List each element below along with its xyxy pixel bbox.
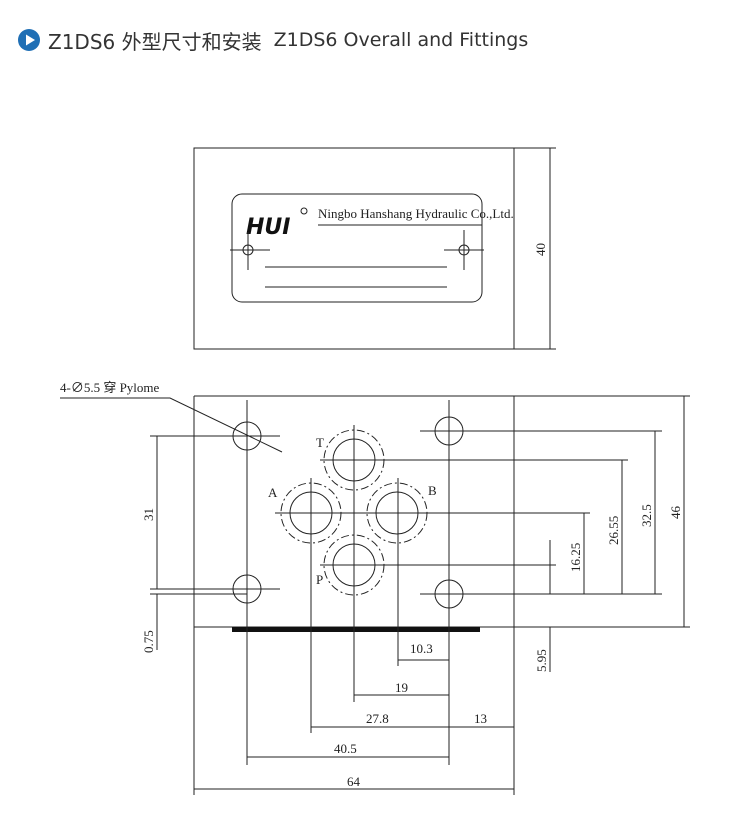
- dim-10-3: 10.3: [410, 641, 433, 656]
- dim-27-8: 27.8: [366, 711, 389, 726]
- dim-40-5: 40.5: [334, 741, 357, 756]
- nameplate: [231, 193, 483, 303]
- brand-logo: HUI: [246, 215, 290, 240]
- hole-note: 4-∅5.5 穿 Pylome: [60, 380, 160, 395]
- title-english: Z1DS6 Overall and Fittings: [273, 29, 529, 51]
- port-p-label: P: [316, 572, 323, 587]
- dim-64: 64: [347, 774, 361, 789]
- title-chinese: Z1DS6 外型尺寸和安装: [48, 29, 262, 54]
- play-circle-icon: [18, 29, 40, 51]
- dim-46: 46: [668, 506, 683, 520]
- dim-13: 13: [474, 711, 487, 726]
- top-view: HUI Ningbo Hanshang Hydraulic Co.,Ltd. 4…: [193, 147, 556, 350]
- dim-height: 40: [533, 243, 548, 256]
- port-t-label: T: [316, 435, 324, 450]
- port-a-label: A: [268, 485, 278, 500]
- mounting-holes: [150, 400, 662, 765]
- dim-19: 19: [395, 680, 408, 695]
- dim-16-25: 16.25: [568, 543, 583, 572]
- dim-0-75: 0.75: [141, 630, 156, 653]
- dim-32-5: 32.5: [639, 504, 654, 527]
- company-name: Ningbo Hanshang Hydraulic Co.,Ltd.: [318, 206, 514, 221]
- dim-31: 31: [141, 508, 156, 521]
- ports: T A B P: [268, 425, 628, 733]
- page-title: Z1DS6 外型尺寸和安装 Z1DS6 Overall and Fittings: [18, 26, 528, 54]
- dim-26-55: 26.55: [606, 516, 621, 545]
- bottom-view: T A B P 4-∅5.5 穿 Pylome 46 32.5 26.55 16…: [60, 380, 690, 795]
- dim-5-95: 5.95: [534, 649, 549, 672]
- port-b-label: B: [428, 483, 437, 498]
